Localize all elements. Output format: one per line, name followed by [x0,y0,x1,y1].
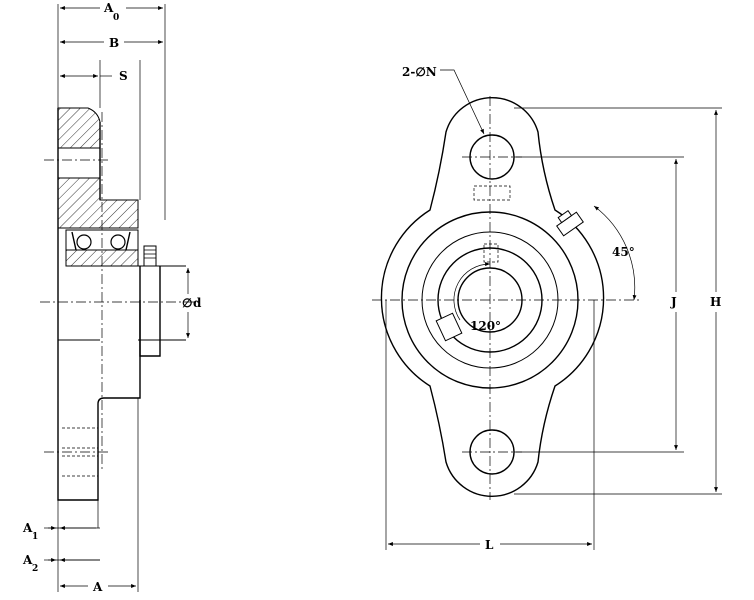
dim-label-h: H [710,295,721,309]
dim-label-a0: A [103,1,114,15]
flange-section-mid [57,177,139,229]
angle-label-45: 45° [612,245,635,259]
dim-label-a2-sub: 2 [32,564,38,574]
dim-label-a1: A [22,521,33,535]
set-screw [143,245,157,267]
ball-right [110,234,126,250]
dim-label-b: B [109,36,119,50]
angle-label-120: 120° [470,319,501,333]
dim-label-s: S [119,69,128,83]
dim-label-d-symbol: ∅ [182,296,192,310]
dim-label-a1-sub: 1 [32,532,38,542]
dim-label-a2: A [22,553,33,567]
dim-label-a0-sub: 0 [113,13,119,23]
side-view: A 0 B S ∅ d A 1 A 2 A [22,1,202,594]
holes-label: 2-∅N [402,65,437,79]
ball-left [76,234,92,250]
dim-label-d: d [193,296,202,310]
dim-label-l: L [485,538,494,552]
grease-fitting [556,210,584,237]
dim-label-j: J [670,295,677,309]
front-view: 120° 45° 2-∅N J H L [372,65,722,552]
housing-outline [380,97,605,497]
dim-label-a: A [92,580,103,594]
set-screw-front [435,312,463,342]
flange-section-upper [57,107,101,149]
